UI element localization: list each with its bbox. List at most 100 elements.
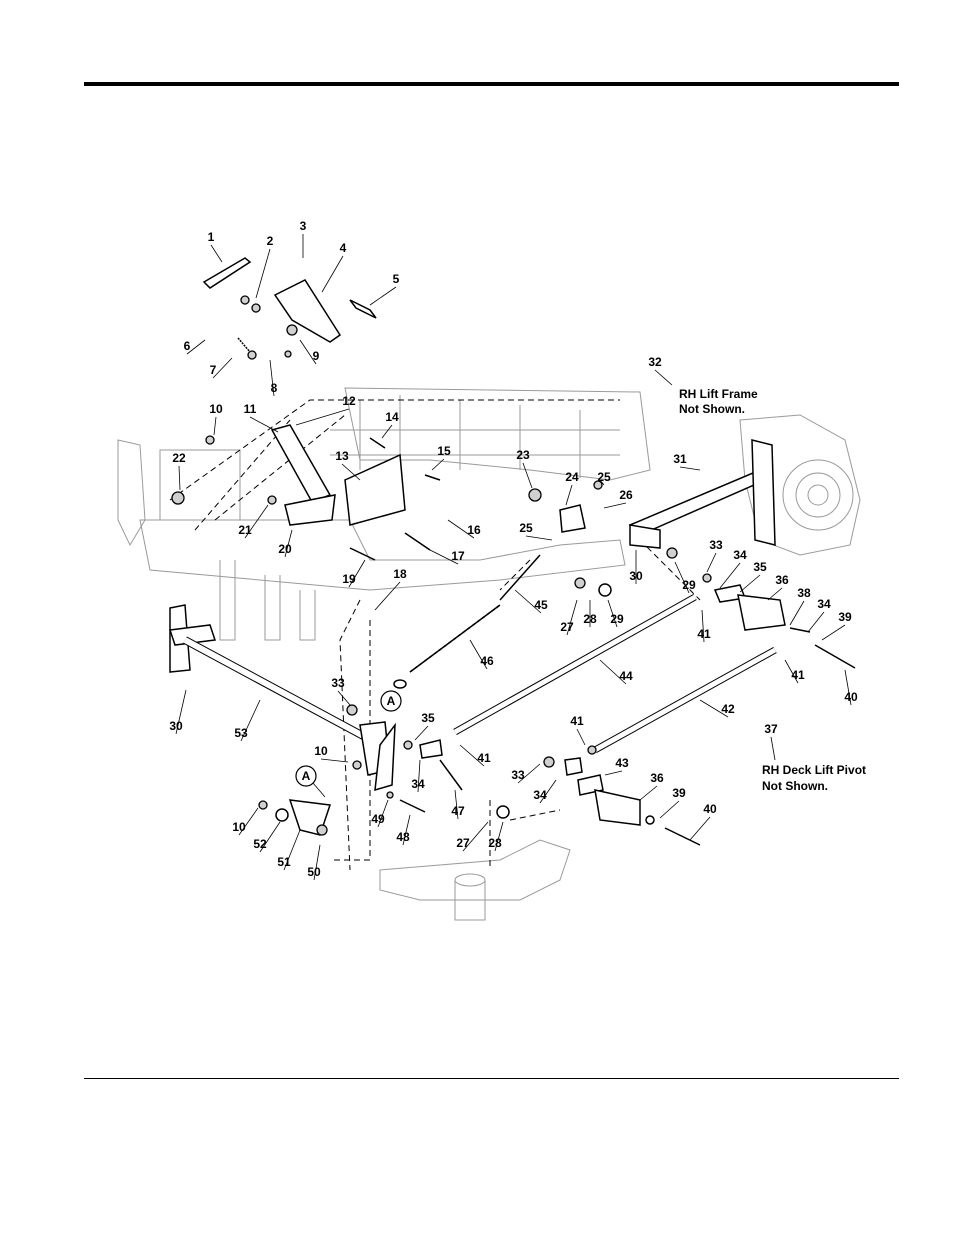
callout-c47: 47 <box>451 804 465 818</box>
callout-c2: 2 <box>267 234 274 248</box>
hidden-lines <box>169 399 701 871</box>
leader-c41b <box>784 659 799 684</box>
leader-c33c <box>517 763 541 784</box>
leader-c32 <box>654 369 673 386</box>
callout-c6: 6 <box>184 339 191 353</box>
callout-c29b: 29 <box>682 578 696 592</box>
leader-c25b <box>525 535 553 541</box>
callout-c11: 11 <box>244 402 257 416</box>
leader-c44 <box>599 659 627 685</box>
leader-c49 <box>377 799 389 828</box>
leader-c37 <box>770 736 776 761</box>
callout-c32: 32 <box>648 355 662 369</box>
leader-c36a <box>767 587 783 601</box>
leader-c33b <box>337 690 351 706</box>
callout-c45: 45 <box>534 598 548 612</box>
callout-c30a: 30 <box>629 569 643 583</box>
callout-c23: 23 <box>516 448 530 462</box>
leader-c33a <box>706 552 717 573</box>
leader-c41c <box>459 744 485 767</box>
leader-c24 <box>565 484 573 506</box>
callout-c16: 16 <box>467 523 481 537</box>
callout-c18: 18 <box>393 567 407 581</box>
top-rule <box>84 82 899 86</box>
leader-c7 <box>212 357 233 379</box>
leader-c48 <box>402 814 411 846</box>
leader-c12 <box>295 408 350 426</box>
leader-c15 <box>431 458 445 471</box>
callout-c21: 21 <box>238 523 252 537</box>
svg-text:Not Shown.: Not Shown. <box>679 402 745 416</box>
leader-c16 <box>447 519 475 539</box>
leader-c26 <box>603 502 627 509</box>
callout-c40a: 40 <box>844 690 858 704</box>
leader-c34c <box>417 759 421 793</box>
callout-c28b: 28 <box>488 836 502 850</box>
leader-c10b <box>320 758 349 763</box>
leader-c9 <box>299 339 317 365</box>
callout-c52: 52 <box>253 837 267 851</box>
leader-c22 <box>178 465 181 491</box>
callout-c41b: 41 <box>791 668 805 682</box>
leader-c1 <box>210 244 223 263</box>
svg-text:Not Shown.: Not Shown. <box>762 779 828 793</box>
mower-frame-ghost <box>117 387 861 921</box>
callout-c36a: 36 <box>775 573 789 587</box>
leader-c38 <box>789 600 805 626</box>
callout-c10a: 10 <box>209 402 223 416</box>
callout-c28a: 28 <box>583 612 597 626</box>
springs-and-rods <box>393 554 856 754</box>
callout-c29a: 29 <box>610 612 624 626</box>
leader-c10c <box>238 807 259 836</box>
callout-c4: 4 <box>340 241 347 255</box>
svg-text:RH Deck Lift Pivot: RH Deck Lift Pivot <box>762 763 866 777</box>
callout-c5: 5 <box>393 272 400 286</box>
reference-marker-a-lower: A <box>295 765 326 798</box>
leader-c27b <box>462 821 489 852</box>
callout-c10b: 10 <box>314 744 328 758</box>
leader-c42 <box>699 699 729 718</box>
leader-c13 <box>341 463 361 481</box>
leader-c34b <box>807 611 825 633</box>
leader-c34d <box>539 779 557 804</box>
callout-c46: 46 <box>480 654 494 668</box>
lift-frame <box>628 439 776 559</box>
callout-c27a: 27 <box>560 620 574 634</box>
leader-c47 <box>454 789 459 820</box>
leader-c21 <box>244 504 269 539</box>
leader-c39a <box>821 624 846 641</box>
svg-text:A: A <box>387 694 396 708</box>
leader-c45 <box>514 589 542 614</box>
callout-leaders <box>175 234 852 881</box>
leader-c35b <box>414 725 429 741</box>
callout-c22: 22 <box>172 451 186 465</box>
callout-c26: 26 <box>619 488 633 502</box>
callout-c30b: 30 <box>169 719 183 733</box>
callout-c41c: 41 <box>477 751 491 765</box>
leader-c41a <box>701 609 705 643</box>
callout-c12: 12 <box>342 394 356 408</box>
note-rh-deck-lift-pivot: RH Deck Lift Pivot Not Shown. <box>762 763 866 793</box>
callout-c20: 20 <box>278 542 292 556</box>
callout-c33c: 33 <box>511 768 525 782</box>
leader-c51 <box>283 829 301 871</box>
callout-c49: 49 <box>371 812 385 826</box>
leader-c25a <box>599 479 605 486</box>
leader-c29b <box>674 561 690 594</box>
leader-c20 <box>284 529 293 558</box>
leader-c52 <box>259 821 281 853</box>
callout-c31: 31 <box>673 452 687 466</box>
callout-c1: 1 <box>208 230 215 244</box>
callout-c15: 15 <box>437 444 451 458</box>
pivot-brackets <box>171 424 603 561</box>
leader-c35a <box>739 574 761 593</box>
leader-c53 <box>240 699 261 742</box>
leader-c41d <box>576 728 586 746</box>
svg-text:A: A <box>302 769 311 783</box>
callout-c34a: 34 <box>733 548 747 562</box>
leader-c46 <box>469 639 488 670</box>
callout-c25a: 25 <box>597 470 611 484</box>
leader-c40a <box>844 669 852 706</box>
